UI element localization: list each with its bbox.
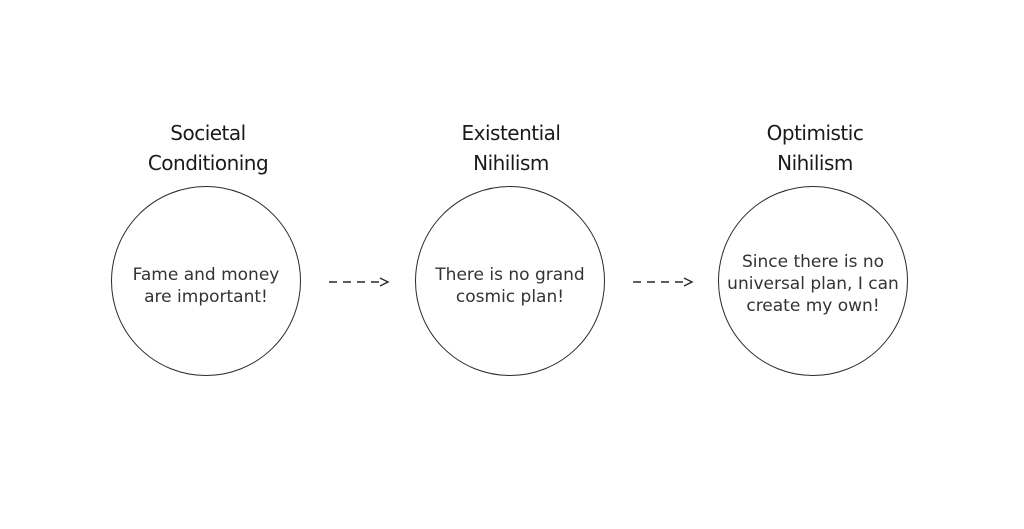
dashed-arrow-2 bbox=[633, 277, 694, 287]
dashed-arrow-1 bbox=[329, 277, 390, 287]
stage-circle-societal-conditioning bbox=[111, 186, 301, 376]
stage-text-optimistic-nihilism: Since there is no universal plan, I can … bbox=[727, 252, 899, 316]
stage-title-existential-nihilism: Existential Nihilism bbox=[461, 121, 561, 175]
stage-text-existential-nihilism: There is no grand cosmic plan! bbox=[435, 265, 585, 307]
stage-title-societal-conditioning: Societal Conditioning bbox=[147, 121, 269, 175]
stage-circle-existential-nihilism bbox=[415, 186, 605, 376]
stage-circle-optimistic-nihilism bbox=[718, 186, 908, 376]
stage-text-societal-conditioning: Fame and money are important! bbox=[132, 265, 280, 307]
stage-title-optimistic-nihilism: Optimistic Nihilism bbox=[766, 121, 864, 175]
